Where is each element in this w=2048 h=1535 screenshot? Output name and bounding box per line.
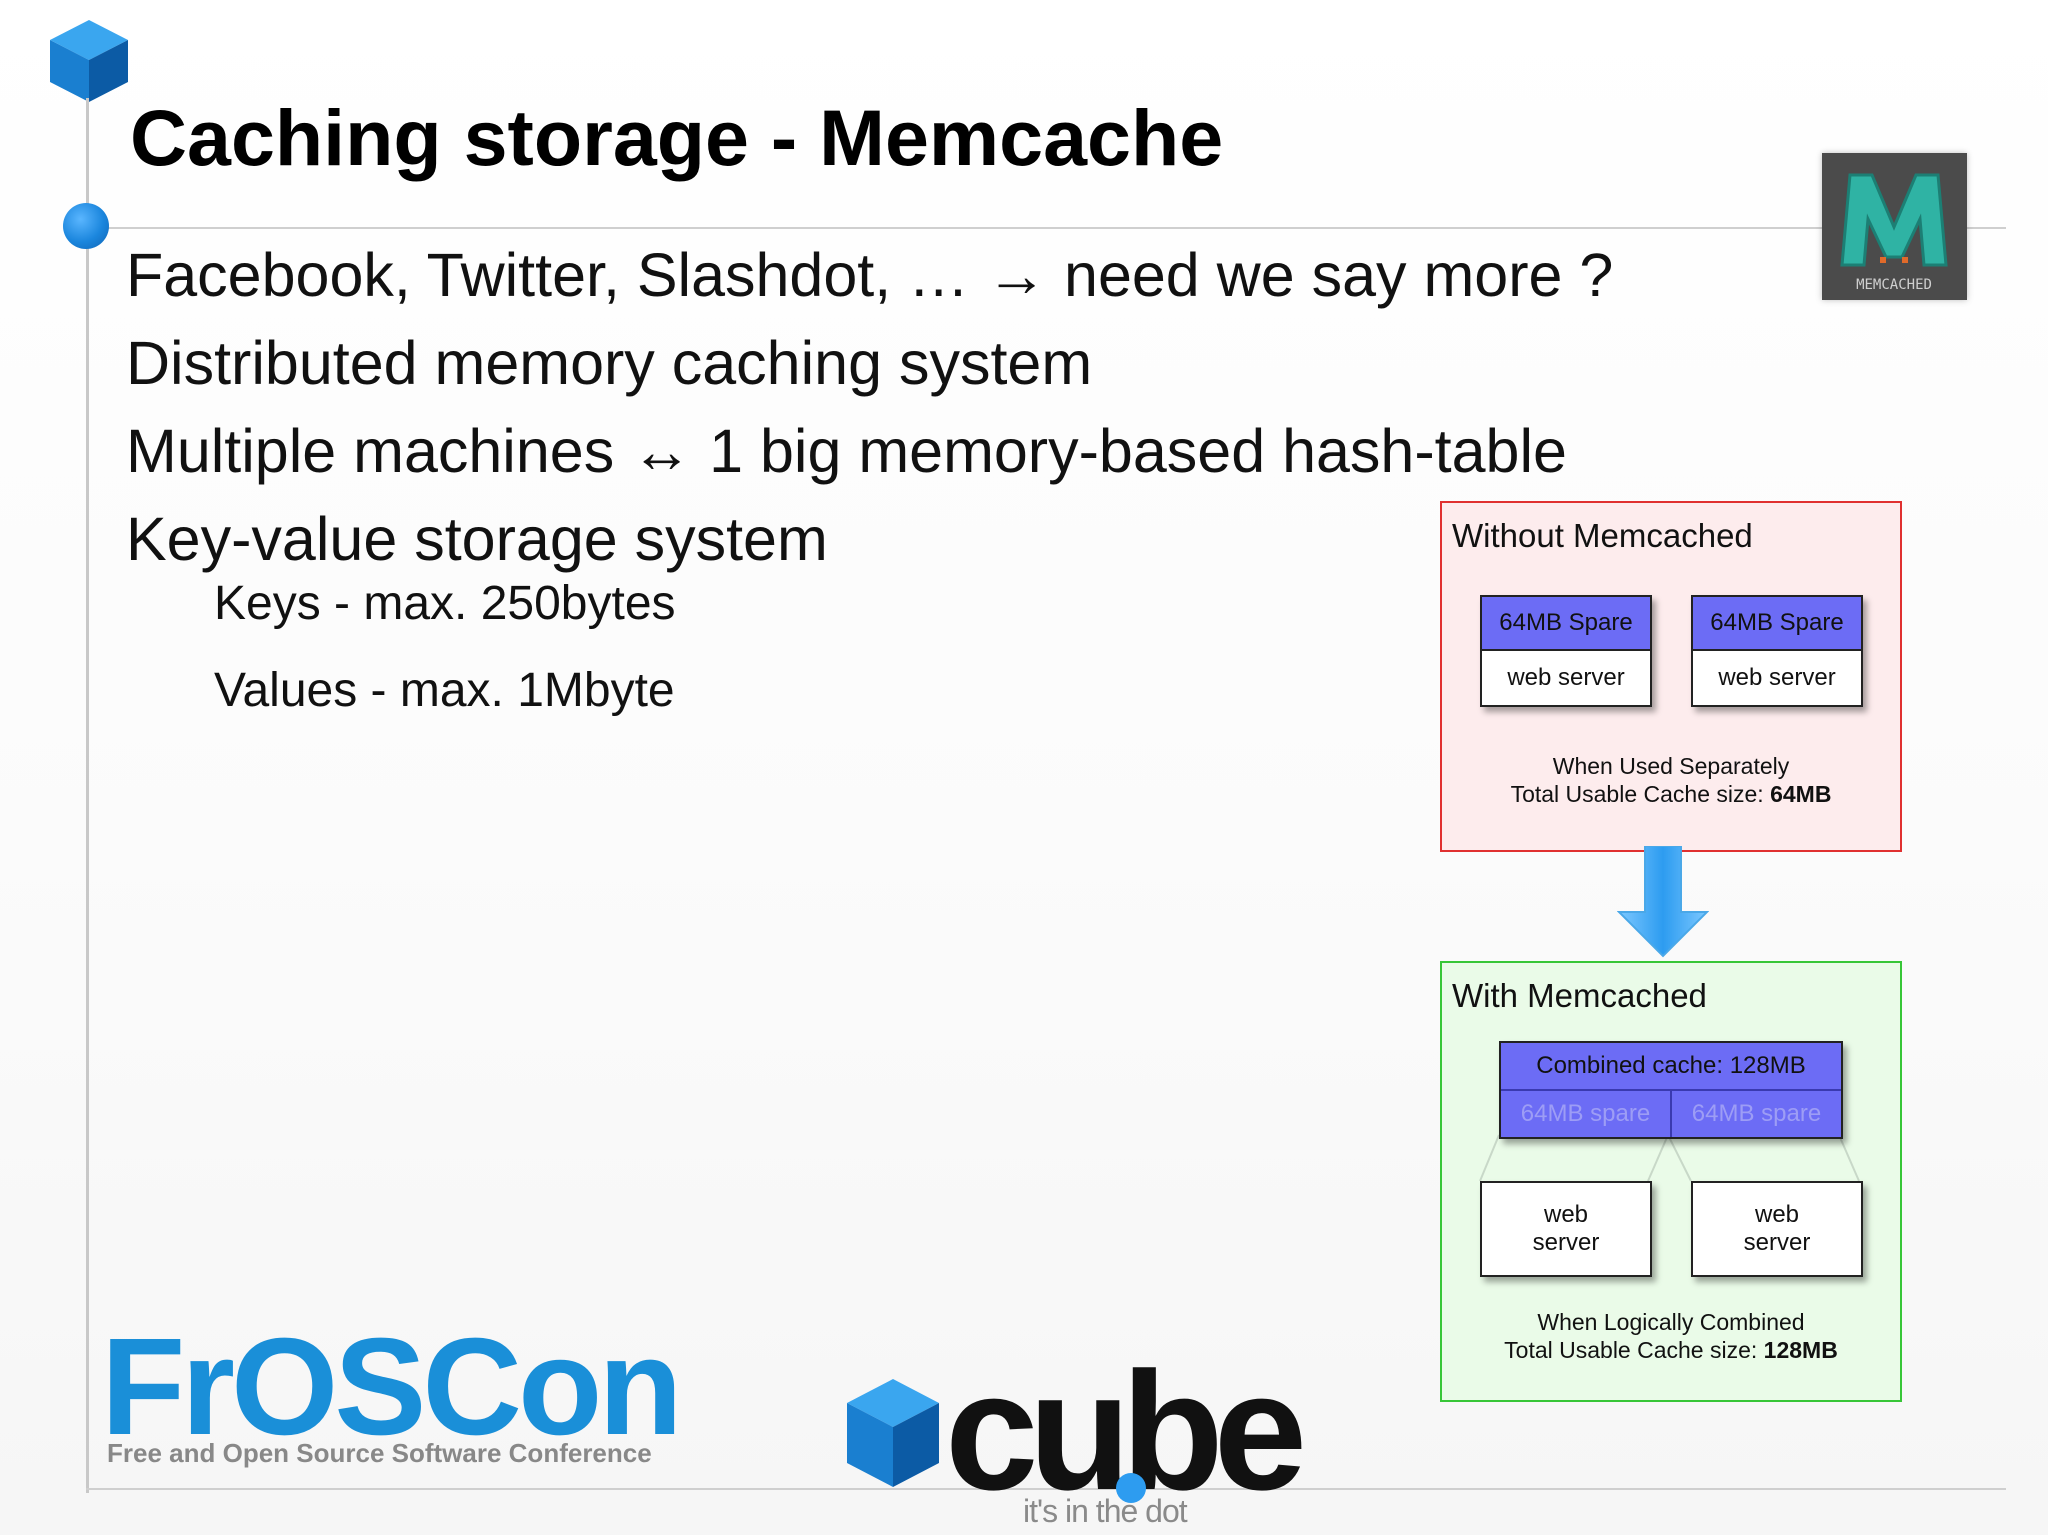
with-caption-line1: When Logically Combined xyxy=(1537,1309,1805,1335)
bullet-4: Key-value storage system xyxy=(126,505,828,573)
web-server-box-2: web server xyxy=(1691,1181,1863,1277)
spare-segment-1: 64MB spare xyxy=(1520,1100,1651,1127)
without-memcached-panel: Without Memcached 64MB Spare web server … xyxy=(1440,501,1902,852)
without-panel-title: Without Memcached xyxy=(1452,517,1753,554)
spare-label: 64MB Spare xyxy=(1693,597,1861,651)
cube-tagline: it's in the dot xyxy=(1023,1493,1188,1529)
froscon-wordmark: FrOSCon xyxy=(101,1310,683,1464)
web-server-box-1: web server xyxy=(1480,1181,1652,1277)
web-server-box-2: 64MB Spare web server xyxy=(1691,595,1863,707)
with-panel-title: With Memcached xyxy=(1452,977,1707,1014)
caption-value: 128MB xyxy=(1763,1337,1838,1363)
spare-row: 64MB spare 64MB spare xyxy=(1501,1091,1841,1137)
cube-logo-icon xyxy=(847,1379,939,1487)
server-label: web server xyxy=(1718,664,1836,691)
combined-cache-label: Combined cache: 128MB xyxy=(1501,1043,1841,1091)
with-memcached-panel: With Memcached Combined cache: 128MB 64M… xyxy=(1440,961,1902,1402)
with-caption: When Logically Combined Total Usable Cac… xyxy=(1442,1308,1900,1364)
caption-prefix: Total Usable Cache size: xyxy=(1504,1337,1758,1363)
bullet-1: Facebook, Twitter, Slashdot, … → need we… xyxy=(126,241,1614,309)
web-server-box-1: 64MB Spare web server xyxy=(1480,595,1652,707)
blue-dot-icon xyxy=(63,203,109,249)
without-caption-line2: Total Usable Cache size: 64MB xyxy=(1442,780,1900,808)
vertical-rule xyxy=(86,98,89,1493)
server-label: web server xyxy=(1507,664,1625,691)
spare-label: 64MB Spare xyxy=(1482,597,1650,651)
froscon-tagline: Free and Open Source Software Conference xyxy=(107,1438,652,1468)
bullet-2: Distributed memory caching system xyxy=(126,329,1093,397)
footer-divider xyxy=(86,1488,2006,1490)
memcached-logo: MEMCACHED xyxy=(1822,153,1967,300)
cube-logo: cube it's in the dot xyxy=(845,1347,1325,1530)
memcached-logo-text: MEMCACHED xyxy=(1856,277,1932,293)
spare-segment-2: 64MB spare xyxy=(1670,1091,1841,1137)
bullet-3: Multiple machines ↔ 1 big memory-based h… xyxy=(126,417,1567,485)
slide-title: Caching storage - Memcache xyxy=(130,93,1224,182)
without-caption-line1: When Used Separately xyxy=(1552,753,1790,779)
without-caption: When Used Separately Total Usable Cache … xyxy=(1442,752,1900,808)
froscon-logo: FrOSCon Free and Open Source Software Co… xyxy=(95,1318,683,1474)
title-divider xyxy=(86,227,2006,229)
sub-bullet-values: Values - max. 1Mbyte xyxy=(214,664,675,717)
caption-value: 64MB xyxy=(1770,781,1832,807)
with-caption-line2: Total Usable Cache size: 128MB xyxy=(1442,1336,1900,1364)
caption-prefix: Total Usable Cache size: xyxy=(1510,781,1764,807)
down-arrow-icon xyxy=(1617,846,1709,958)
cube-dot-icon xyxy=(1116,1473,1146,1503)
sub-bullet-keys: Keys - max. 250bytes xyxy=(214,577,676,630)
combined-cache-box: Combined cache: 128MB 64MB spare 64MB sp… xyxy=(1499,1041,1843,1139)
cube-icon xyxy=(50,20,128,102)
